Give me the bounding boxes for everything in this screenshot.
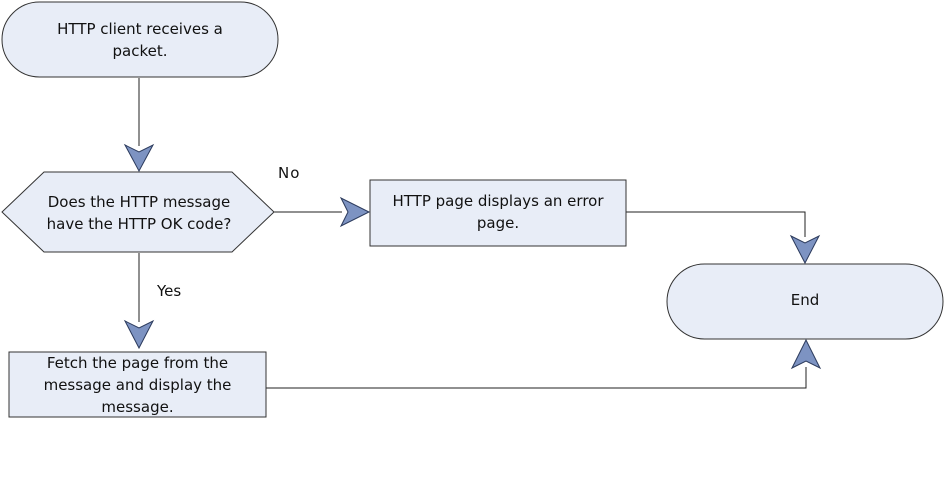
edge-label-yes: Yes bbox=[157, 282, 182, 300]
arrowhead-up-to-end bbox=[790, 338, 822, 370]
start-terminator bbox=[1, 1, 279, 78]
error-process-box bbox=[369, 179, 627, 247]
arrowhead-down-to-fetch bbox=[123, 319, 155, 350]
arrowhead-down-to-decision bbox=[123, 143, 155, 173]
start-node-label: HTTP client receives a packet. bbox=[57, 20, 223, 60]
decision-node-label: Does the HTTP message have the HTTP OK c… bbox=[46, 193, 232, 233]
arrowhead-right-to-error bbox=[339, 196, 371, 228]
connector-error-to-end bbox=[626, 211, 806, 237]
arrowhead-down-to-end bbox=[789, 234, 821, 265]
fetch-node-label: Fetch the page from the message and disp… bbox=[43, 353, 232, 416]
connector-fetch-to-end bbox=[266, 367, 807, 389]
fetch-process-box bbox=[8, 351, 267, 418]
edge-label-no: No bbox=[278, 164, 301, 182]
decision-hexagon bbox=[1, 171, 275, 253]
error-node-label: HTTP page displays an error page. bbox=[392, 192, 604, 232]
end-node-label: End bbox=[790, 291, 820, 309]
